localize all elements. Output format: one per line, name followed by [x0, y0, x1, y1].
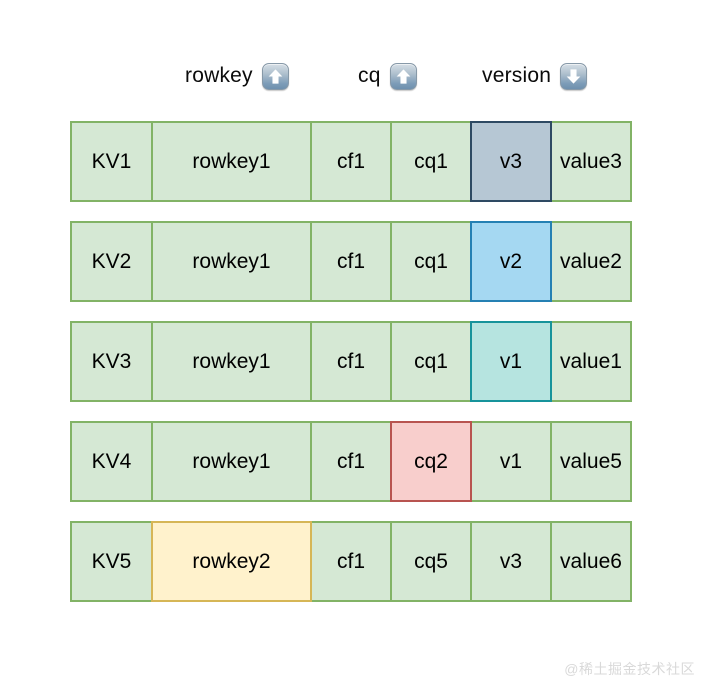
cell-rowkey: rowkey1	[151, 321, 312, 402]
cell-version: v3	[470, 121, 552, 202]
cell-kv: KV3	[70, 321, 153, 402]
cell-cf: cf1	[310, 121, 392, 202]
sort-label-version: version	[482, 60, 588, 92]
cell-cq: cq1	[390, 321, 472, 402]
cell-kv: KV1	[70, 121, 153, 202]
cell-version: v2	[470, 221, 552, 302]
watermark: @稀土掘金技术社区	[564, 661, 695, 677]
sort-label-rowkey: rowkey	[185, 60, 289, 92]
sort-label-text: rowkey	[185, 64, 253, 87]
cell-rowkey: rowkey1	[151, 221, 312, 302]
sort-up-icon	[261, 62, 289, 90]
cell-version: v1	[470, 321, 552, 402]
sort-label-text: version	[482, 64, 552, 87]
cell-rowkey: rowkey1	[151, 421, 312, 502]
sort-label-cq: cq	[358, 60, 417, 92]
cell-cq: cq2	[390, 421, 472, 502]
sort-down-icon	[560, 62, 588, 90]
sort-header-row: rowkey cq version	[0, 60, 704, 92]
cell-rowkey: rowkey1	[151, 121, 312, 202]
cell-cf: cf1	[310, 521, 392, 602]
cell-kv: KV2	[70, 221, 153, 302]
cell-kv: KV4	[70, 421, 153, 502]
sort-up-icon	[389, 62, 417, 90]
cell-value: value6	[550, 521, 632, 602]
cell-cf: cf1	[310, 321, 392, 402]
sort-label-text: cq	[358, 64, 381, 87]
cell-value: value3	[550, 121, 632, 202]
cell-cq: cq1	[390, 221, 472, 302]
cell-version: v3	[470, 521, 552, 602]
cell-cf: cf1	[310, 421, 392, 502]
cell-value: value2	[550, 221, 632, 302]
cell-version: v1	[470, 421, 552, 502]
cell-cf: cf1	[310, 221, 392, 302]
cell-rowkey: rowkey2	[151, 521, 312, 602]
cell-kv: KV5	[70, 521, 153, 602]
cell-value: value5	[550, 421, 632, 502]
cell-value: value1	[550, 321, 632, 402]
cell-cq: cq5	[390, 521, 472, 602]
cell-cq: cq1	[390, 121, 472, 202]
